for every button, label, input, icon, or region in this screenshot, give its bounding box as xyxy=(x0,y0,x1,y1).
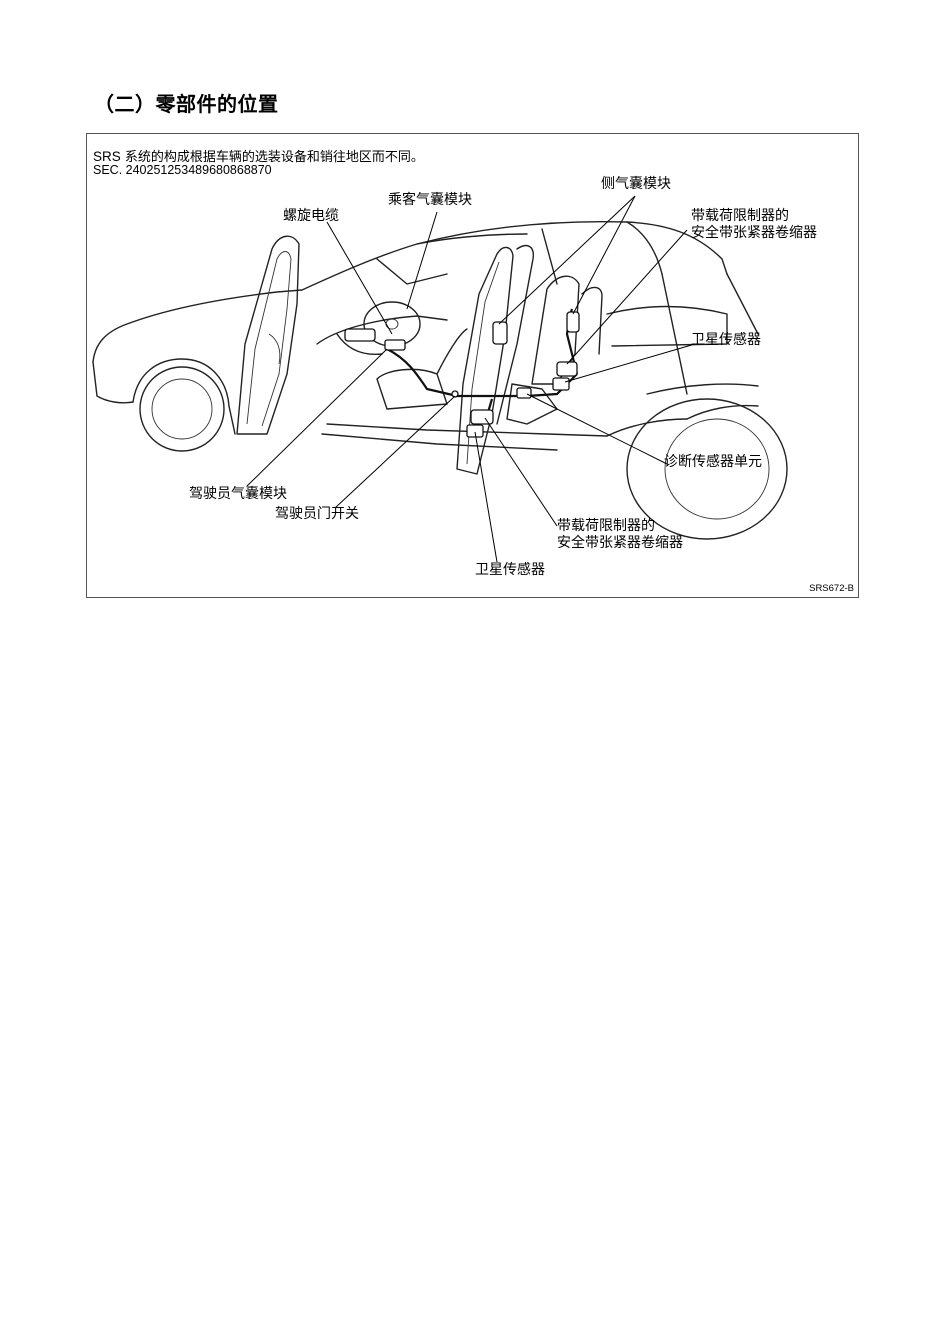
spiral-cable xyxy=(384,339,406,351)
label-driver-door-switch: 驾驶员门开关 xyxy=(275,506,359,522)
car-illustration xyxy=(92,195,788,563)
section-code: SEC. 240251253489680868870 xyxy=(93,163,272,177)
label-rear-pretensioner-line2: 安全带张紧器卷缩器 xyxy=(691,225,817,241)
passenger-airbag-module xyxy=(344,328,376,342)
label-front-satellite-sensor: 卫星传感器 xyxy=(475,562,545,578)
label-front-pretensioner-line2: 安全带张紧器卷缩器 xyxy=(557,535,683,551)
leader-lines xyxy=(246,195,696,563)
page-title: （二）零部件的位置 xyxy=(94,92,279,116)
note-prefix: SRS xyxy=(93,149,121,164)
side-airbag-module-front xyxy=(492,321,508,345)
diagnosis-sensor-unit xyxy=(516,387,532,399)
label-passenger-airbag-module: 乘客气囊模块 xyxy=(388,192,472,208)
label-rear-pretensioner-line1: 带载荷限制器的 xyxy=(691,208,789,224)
figure-id: SRS672-B xyxy=(809,583,854,594)
figure-note: SRS 系统的构成根据车辆的选装设备和销往地区而不同。 xyxy=(93,146,424,165)
rear-satellite-sensor xyxy=(552,377,570,391)
label-rear-pretensioner: 带载荷限制器的 安全带张紧器卷缩器 xyxy=(691,208,817,242)
front-satellite-sensor xyxy=(466,424,484,438)
label-front-pretensioner: 带载荷限制器的 安全带张紧器卷缩器 xyxy=(557,518,683,552)
label-side-airbag-module: 侧气囊模块 xyxy=(601,176,671,192)
label-driver-airbag-module: 驾驶员气囊模块 xyxy=(189,486,287,502)
label-rear-satellite-sensor: 卫星传感器 xyxy=(691,332,761,348)
note-text: 系统的构成根据车辆的选装设备和销往地区而不同。 xyxy=(120,150,424,165)
srs-parts xyxy=(344,311,580,438)
rear-door xyxy=(456,244,534,475)
rear-pretensioner xyxy=(556,361,578,377)
front-door xyxy=(236,235,300,435)
component-location-figure: SRS 系统的构成根据车辆的选装设备和销往地区而不同。 SEC. 2402512… xyxy=(86,133,859,598)
label-spiral-cable: 螺旋电缆 xyxy=(283,208,339,224)
label-front-pretensioner-line1: 带载荷限制器的 xyxy=(557,518,655,534)
side-airbag-module-rear xyxy=(566,311,580,333)
car-body xyxy=(92,220,788,540)
label-diagnosis-sensor-unit: 诊断传感器单元 xyxy=(664,454,762,470)
front-pretensioner xyxy=(470,409,494,425)
driver-door-switch xyxy=(451,390,459,398)
interior xyxy=(316,275,728,425)
